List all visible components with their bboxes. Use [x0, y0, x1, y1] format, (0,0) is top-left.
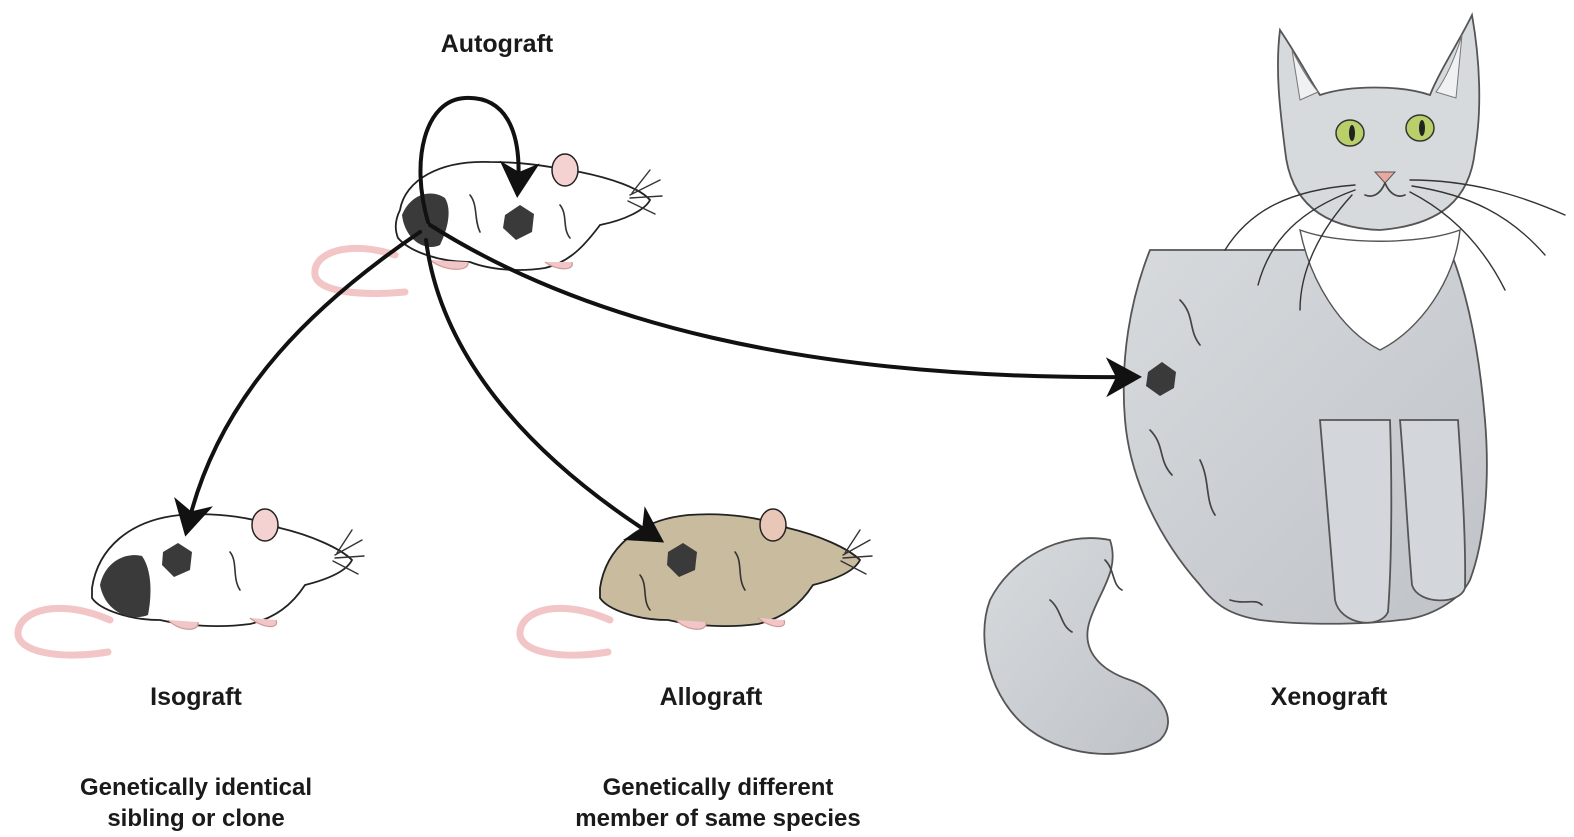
isograft-mouse [18, 509, 364, 655]
xenograft-cat [984, 15, 1565, 754]
graft-arrows [188, 98, 1130, 536]
autograft-label: Autograft [441, 30, 554, 58]
isograft-description-line1: Genetically identical [80, 774, 312, 801]
isograft-arrow [188, 232, 420, 525]
allograft-mouse [520, 509, 872, 655]
xenograft-label: Xenograft [1271, 683, 1388, 711]
allograft-description-line2: member of same species [575, 805, 860, 832]
allograft-label: Allograft [660, 683, 763, 711]
allograft-description-line1: Genetically different [603, 774, 834, 801]
isograft-description-line2: sibling or clone [107, 805, 284, 832]
isograft-label: Isograft [150, 683, 242, 711]
